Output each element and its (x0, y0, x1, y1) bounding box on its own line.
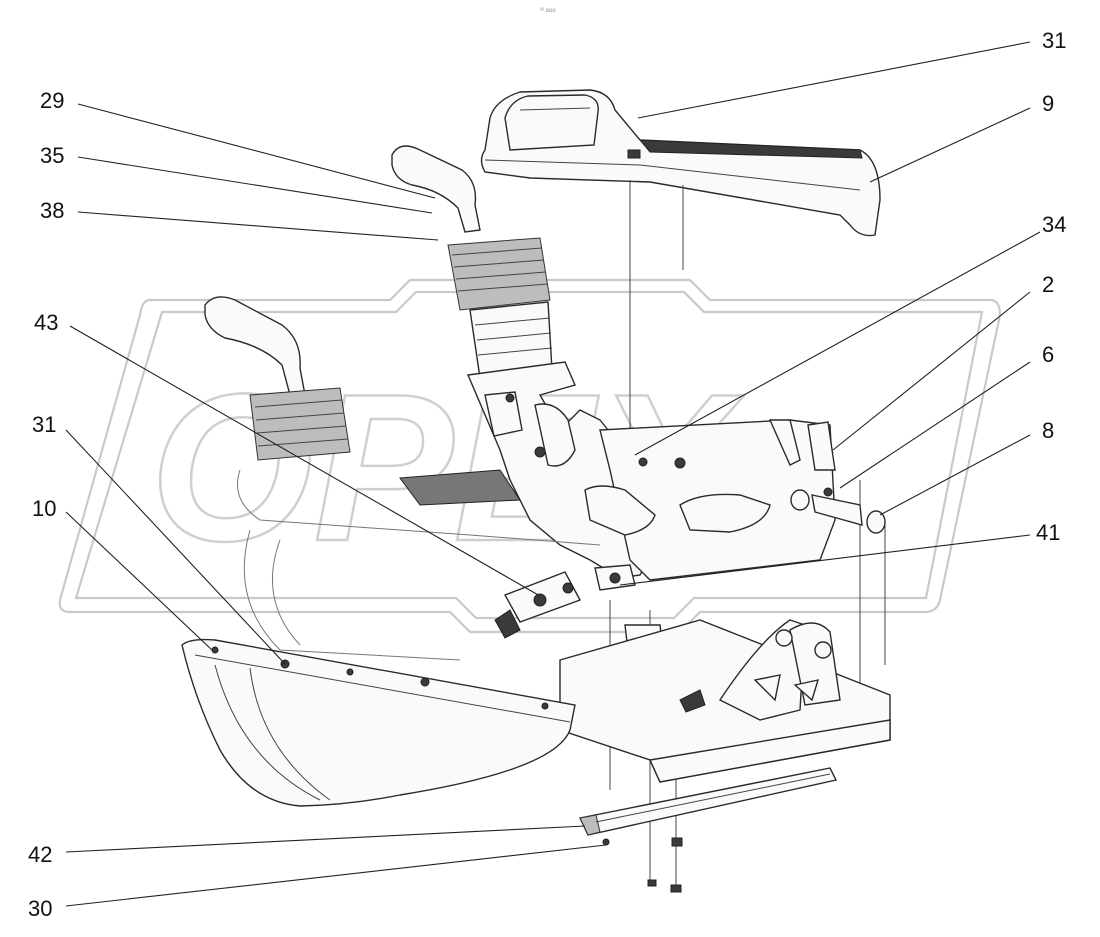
callout-43: 43 (34, 310, 58, 335)
callout-31-top: 31 (1042, 28, 1066, 53)
leader-lines (65, 41, 1041, 907)
bottom-rail (578, 767, 838, 893)
side-cover (181, 638, 576, 807)
pivot-pin (790, 487, 886, 534)
callout-8: 8 (1042, 418, 1054, 443)
callout-38: 38 (40, 198, 64, 223)
callout-31-left: 31 (32, 412, 56, 437)
assembly-parts (181, 89, 891, 893)
callout-2: 2 (1042, 272, 1054, 297)
callout-29: 29 (40, 88, 64, 113)
header-mark: ³² ooo (540, 8, 556, 14)
callout-42: 42 (28, 842, 52, 867)
upper-joystick (391, 145, 553, 379)
callout-6: 6 (1042, 342, 1054, 367)
callout-9: 9 (1042, 91, 1054, 116)
top-console-cover (480, 89, 881, 237)
callouts: 31 9 29 35 38 34 2 43 6 31 8 10 41 42 30 (28, 28, 1066, 921)
callout-35: 35 (40, 143, 64, 168)
central-bracket (466, 361, 836, 581)
callout-30: 30 (28, 896, 52, 921)
base-plate (559, 619, 891, 783)
callout-34: 34 (1042, 212, 1066, 237)
callout-41: 41 (1036, 520, 1060, 545)
lower-joystick (204, 296, 601, 661)
callout-10: 10 (32, 496, 56, 521)
